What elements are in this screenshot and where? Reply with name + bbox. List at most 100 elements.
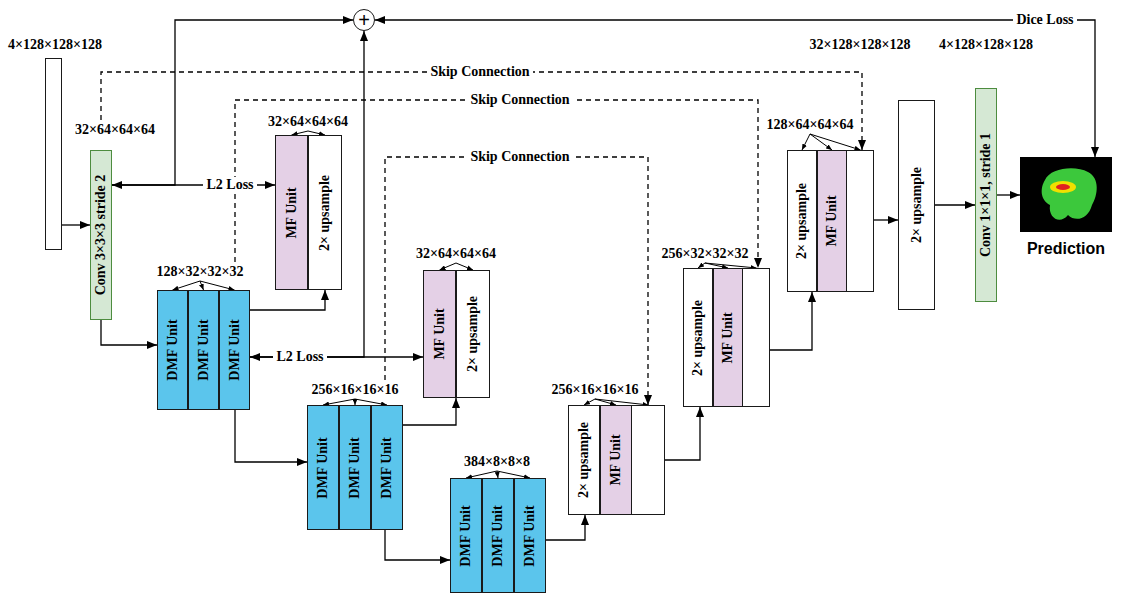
upsample-block: 2× upsample — [308, 135, 342, 290]
connector — [62, 224, 90, 225]
dimension-pointer — [810, 134, 861, 150]
mf-unit: MF Unit — [817, 150, 847, 292]
dimension-label: 32×128×128×128 — [810, 37, 911, 53]
connector — [250, 290, 325, 310]
tumor-region — [1042, 168, 1097, 219]
connector — [770, 292, 812, 350]
dimension-label: 256×16×16×16 — [312, 382, 399, 398]
output-conv: 4×128×128×128Conv 1×1×1, stride 1 — [975, 88, 997, 302]
block-label: DMF Unit — [458, 505, 474, 566]
enhancing-tumor — [1056, 184, 1070, 190]
connector — [665, 407, 700, 460]
dmf-unit: DMF Unit — [307, 405, 339, 530]
dimension-label: 128×32×32×32 — [157, 264, 244, 280]
skip-connection — [101, 72, 862, 150]
block-label: 2× upsample — [465, 296, 481, 372]
image-caption: Prediction — [1027, 239, 1105, 258]
connectors — [62, 20, 1095, 560]
connector — [997, 194, 1020, 195]
dmf-unit: DMF Unit — [188, 290, 219, 410]
loss-label: L2 Loss — [203, 177, 256, 193]
dmf-unit: DMF Unit — [482, 478, 514, 593]
dimension-pointer — [456, 263, 473, 270]
dimension-pointer — [466, 471, 497, 478]
skip-label: Skip Connection — [427, 64, 532, 80]
upsample-block: 2× upsample — [456, 270, 490, 398]
block-label: 2× upsample — [909, 167, 925, 243]
connector — [250, 31, 364, 357]
decoder-stage: 256×16×16×162× upsampleMF Unit — [568, 405, 665, 515]
block-label: MF Unit — [284, 187, 300, 238]
mf-unit: MF Unit — [423, 270, 456, 398]
prediction-background — [1020, 157, 1112, 232]
dimension-pointer — [802, 134, 810, 150]
dimension-label: 384×8×8×8 — [464, 454, 530, 470]
block-label: DMF Unit — [196, 319, 212, 380]
dimension-label: 32×64×64×64 — [416, 246, 496, 262]
deep-supervision-branch: 32×64×64×64MF Unit2× upsample — [423, 270, 490, 398]
conv-block: 32×64×64×64Conv 3×3×3 stride 2 — [90, 150, 112, 320]
dimension-label: 4×128×128×128 — [939, 37, 1033, 53]
dimension-label: 128×64×64×64 — [767, 117, 854, 133]
encoder-stage: 256×16×16×16DMF UnitDMF UnitDMF Unit — [307, 405, 403, 530]
block-label: DMF Unit — [379, 437, 395, 498]
block-label: Conv 3×3×3 stride 2 — [93, 175, 109, 296]
connector — [546, 515, 585, 540]
dimension-pointer — [173, 281, 201, 290]
tumor-core — [1050, 181, 1076, 193]
dmf-unit: DMF Unit — [219, 290, 250, 410]
upsample-block: 2× upsample — [568, 405, 600, 515]
block-label: 2× upsample — [317, 174, 333, 250]
block-label: MF Unit — [824, 195, 840, 246]
dmf-unit: DMF Unit — [339, 405, 371, 530]
block-label: MF Unit — [720, 312, 736, 363]
skip-label: Skip Connection — [467, 92, 572, 108]
upsample-block: 2× upsample — [787, 150, 817, 292]
dmf-unit: DMF Unit — [157, 290, 188, 410]
block-label: DMF Unit — [490, 505, 506, 566]
connector — [385, 530, 450, 560]
mf-unit: MF Unit — [713, 268, 743, 407]
upsample-block: 2× upsample — [683, 268, 713, 407]
prediction-image: Prediction — [1020, 157, 1112, 232]
encoder-stage: 128×32×32×32DMF UnitDMF UnitDMF Unit — [157, 290, 250, 410]
block-label: DMF Unit — [227, 319, 243, 380]
sum-symbol: + — [358, 10, 370, 30]
connector — [101, 320, 157, 345]
dimension-pointers — [173, 131, 861, 478]
decoder-stage: 128×64×64×642× upsampleMF Unit — [787, 150, 874, 292]
block-label: 2× upsample — [576, 422, 592, 498]
block-label: DMF Unit — [315, 437, 331, 498]
dimension-label: 32×64×64×64 — [268, 114, 348, 130]
block-label: DMF Unit — [165, 319, 181, 380]
block-label: MF Unit — [608, 434, 624, 485]
sum-node: + — [353, 9, 375, 31]
loss-label: Dice Loss — [1013, 12, 1076, 28]
dimension-label: 32×64×64×64 — [75, 122, 155, 138]
dmf-unit: DMF Unit — [450, 478, 482, 593]
skip-label: Skip Connection — [467, 149, 572, 165]
dimension-pointer — [200, 281, 235, 290]
connector — [935, 204, 975, 205]
upsample-block: 32×128×128×1282× upsample — [898, 100, 935, 310]
dimension-label: 256×32×32×32 — [662, 246, 749, 262]
dmf-unit: DMF Unit — [514, 478, 546, 593]
block-label: 2× upsample — [794, 183, 810, 259]
input-volume: 4×128×128×128 — [45, 58, 62, 250]
dimension-label: 256×16×16×16 — [552, 382, 639, 398]
block-label: MF Unit — [432, 308, 448, 359]
mf-unit: MF Unit — [600, 405, 632, 515]
dimension-pointer — [440, 263, 457, 270]
dimension-pointer — [497, 471, 498, 478]
dimension-pointer — [810, 134, 832, 150]
loss-label: L2 Loss — [273, 349, 326, 365]
bottleneck-stage: 384×8×8×8DMF UnitDMF UnitDMF Unit — [450, 478, 546, 593]
connector — [403, 398, 456, 425]
block-label: Conv 1×1×1, stride 1 — [978, 133, 994, 257]
dmf-unit: DMF Unit — [371, 405, 403, 530]
connector — [874, 219, 898, 220]
dimension-pointer — [497, 471, 530, 478]
dimension-pointer — [200, 281, 204, 290]
